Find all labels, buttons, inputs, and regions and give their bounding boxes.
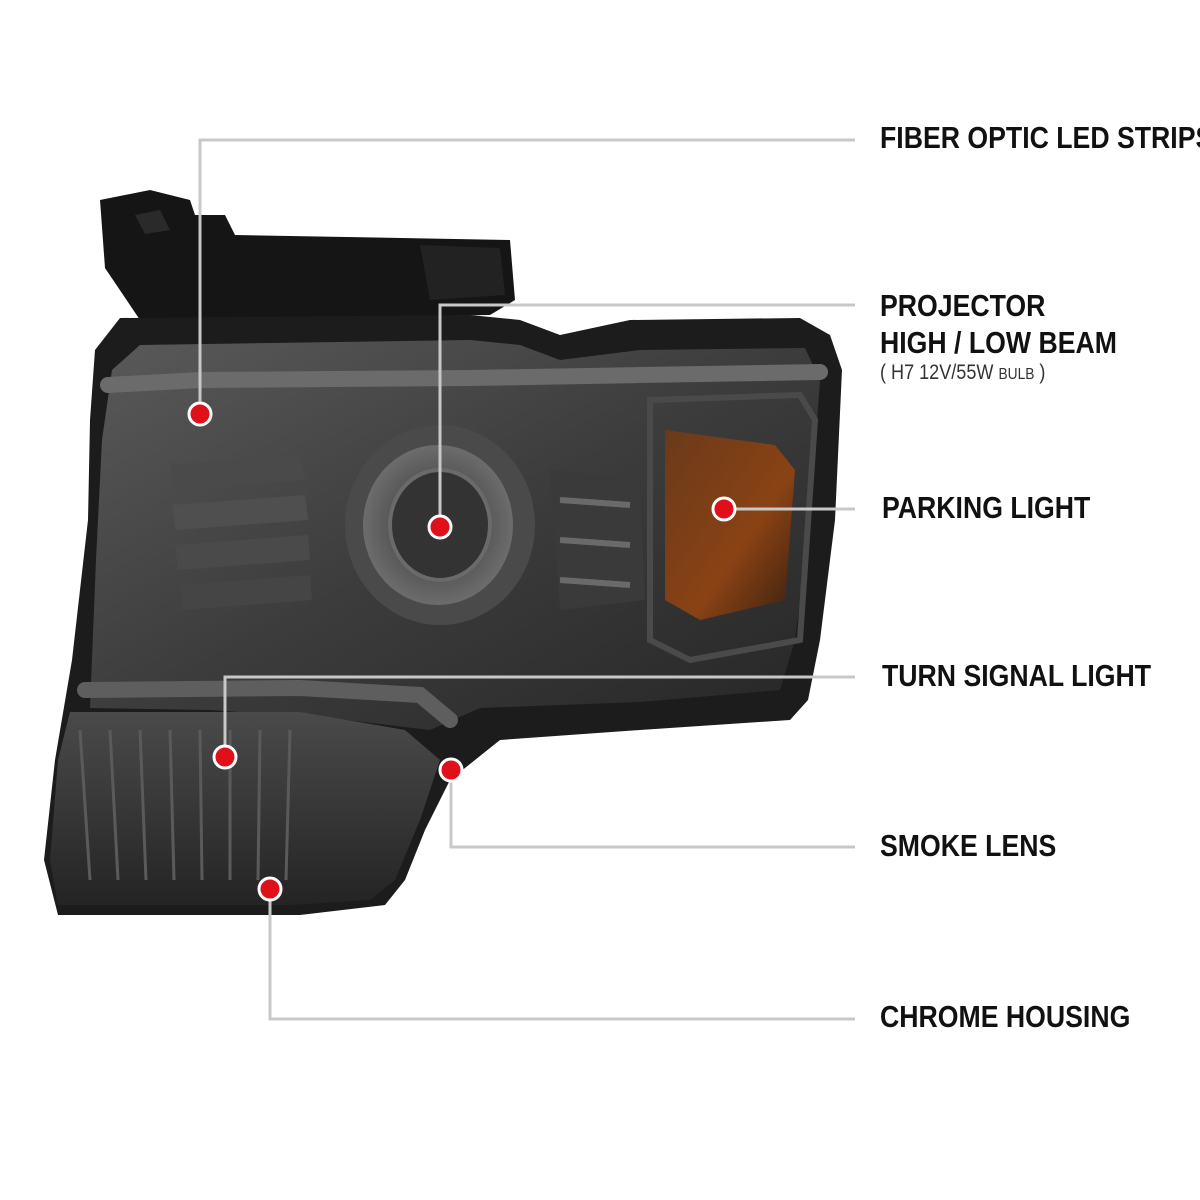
callout-label-smoke-lens: SMOKE LENS <box>880 828 1056 865</box>
callout-label-turn-signal: TURN SIGNAL LIGHT <box>882 658 1151 695</box>
marker-dot <box>187 401 213 427</box>
headlight-body <box>44 315 842 915</box>
callout-label-chrome-housing: CHROME HOUSING <box>880 999 1130 1036</box>
callout-label-fiber-optic: FIBER OPTIC LED STRIPS <box>880 120 1200 157</box>
bulb-spec: ( H7 12V/55W BULB ) <box>880 361 1046 385</box>
callout-text: TURN SIGNAL LIGHT <box>882 658 1152 693</box>
leader-lines <box>198 138 855 1021</box>
callout-text: FIBER OPTIC LED STRIPS <box>880 120 1200 155</box>
leader-line-fiber-optic <box>198 138 855 414</box>
callout-label-projector: PROJECTOR HIGH / LOW BEAM ( H7 12V/55W B… <box>880 288 1117 386</box>
callout-text: CHROME HOUSING <box>880 999 1131 1034</box>
mounting-bracket <box>100 190 515 320</box>
marker-dot <box>257 876 283 902</box>
callout-label-parking-light: PARKING LIGHT <box>882 490 1090 527</box>
callout-text-line2: HIGH / LOW BEAM <box>880 324 1117 360</box>
leader-line-projector <box>438 303 855 527</box>
leader-line-turn-signal <box>223 675 855 757</box>
callout-text: SMOKE LENS <box>880 828 1057 863</box>
leader-line-smoke-lens <box>449 770 855 849</box>
callout-text: PARKING LIGHT <box>882 490 1091 525</box>
marker-dot <box>212 744 238 770</box>
leader-line-chrome-housing <box>268 889 855 1021</box>
callout-markers <box>187 401 737 902</box>
marker-dot <box>427 514 453 540</box>
marker-dot <box>711 496 737 522</box>
marker-dot <box>438 757 464 783</box>
callout-text: PROJECTOR <box>880 288 1046 323</box>
